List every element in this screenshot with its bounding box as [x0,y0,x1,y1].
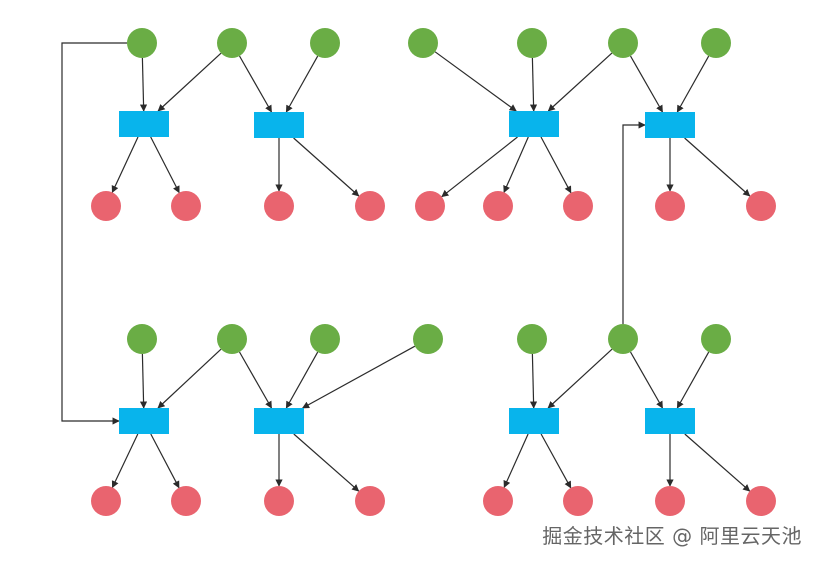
input-node-g5 [517,28,547,58]
edge-g6-to-b3 [547,52,613,112]
edge-b7-to-r14 [503,433,529,488]
output-node-r13 [355,486,385,516]
edge-g13-to-b7 [547,348,613,409]
edge-g10-to-b6 [285,351,319,409]
edge-g2-to-b2 [238,55,273,113]
input-node-g13 [608,324,638,354]
edge-g3-to-b2 [285,55,319,113]
edge-b2-to-r4 [293,137,360,197]
output-node-r8 [655,191,685,221]
output-node-r9 [746,191,776,221]
edge-g13-to-b4-connector [622,121,646,324]
edge-g6-to-b4 [629,55,664,113]
op-node-b2 [254,112,304,138]
input-node-g10 [310,324,340,354]
output-node-r6 [483,191,513,221]
input-node-g9 [217,324,247,354]
op-node-b5 [119,408,169,434]
edge-g9-to-b6 [238,351,273,409]
edge-g12-to-b7 [529,353,538,409]
op-node-b1 [119,111,169,137]
output-node-r3 [264,191,294,221]
op-node-b4 [645,112,695,138]
output-node-r14 [483,486,513,516]
edge-b5-to-r11 [150,433,180,489]
input-node-g4 [408,28,438,58]
edges [61,42,751,492]
input-node-g2 [217,28,247,58]
output-node-r1 [91,191,121,221]
watermark: 掘金技术社区 @ 阿里云天池 [542,524,802,548]
output-node-r5 [415,191,445,221]
edge-b7-to-r15 [540,433,572,489]
edge-b8-to-r17 [684,433,751,492]
input-node-g14 [701,324,731,354]
edge-g9-to-b5 [157,348,222,409]
output-node-r10 [91,486,121,516]
edge-g8-to-b5 [139,353,148,409]
input-node-g12 [517,324,547,354]
input-node-g1 [127,28,157,58]
output-node-r7 [563,191,593,221]
edge-g4-to-b3 [434,51,517,112]
input-node-g8 [127,324,157,354]
input-node-g7 [701,28,731,58]
input-node-g11 [413,324,443,354]
edge-g2-to-b1 [157,52,222,112]
edge-g1-to-b1 [139,57,148,112]
edge-b4-to-r9 [684,137,751,197]
edge-b3-to-r7 [540,136,572,194]
nodes [91,28,776,516]
op-node-b3 [509,111,559,137]
edge-g7-to-b4 [676,55,710,113]
output-node-r17 [746,486,776,516]
edge-g5-to-b3 [529,57,538,112]
edge-g1-to-b5-connector [61,42,127,425]
edge-b6-to-r13 [293,433,360,492]
op-node-b7 [509,408,559,434]
edge-b5-to-r10 [111,433,139,489]
op-node-b6 [254,408,304,434]
edge-b3-to-r5 [441,136,518,198]
edge-g13-to-b8 [629,351,664,409]
output-node-r11 [171,486,201,516]
output-node-r15 [563,486,593,516]
input-node-g3 [310,28,340,58]
op-node-b8 [645,408,695,434]
edge-b3-to-r6 [503,136,529,193]
output-node-r12 [264,486,294,516]
edge-g11-to-b6 [301,345,416,409]
output-node-r4 [355,191,385,221]
output-node-r16 [655,486,685,516]
edge-b1-to-r2 [150,136,180,194]
output-node-r2 [171,191,201,221]
edge-b1-to-r1 [111,136,139,194]
edge-g14-to-b8 [676,351,710,409]
input-node-g6 [608,28,638,58]
